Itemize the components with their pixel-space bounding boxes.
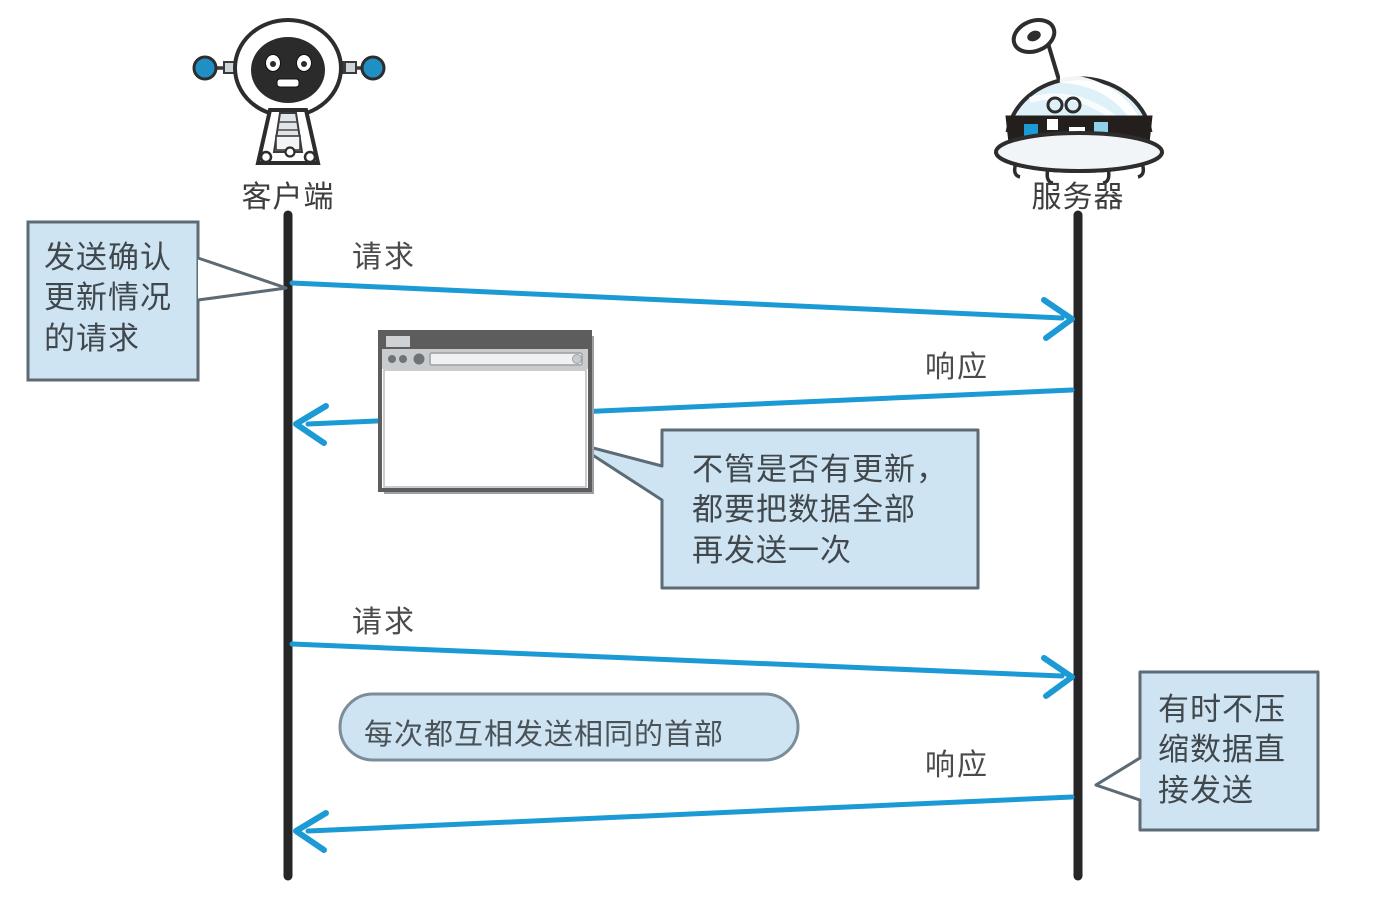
callout-text-resend-all-data: 不管是否有更新， 都要把数据全部 再发送一次 (692, 452, 948, 568)
server-ufo-icon (994, 18, 1164, 185)
arrow-request-2 (289, 641, 1075, 699)
bubble-same-headers (338, 692, 800, 762)
callout-uncompressed-data (1094, 670, 1320, 832)
robot-icon (192, 18, 386, 165)
callout-resend-all-data (572, 428, 980, 590)
message-label-request-1: 请求 (352, 241, 416, 274)
message-label-response-2: 响应 (925, 749, 989, 782)
browser-window-mock (378, 330, 594, 494)
arrow-response-2 (293, 794, 1075, 853)
bubble-text-same-headers: 每次都互相发送相同的首部 (364, 719, 725, 751)
callout-text-request-update-status: 发送确认 更新情况 的请求 (44, 240, 172, 356)
actor-label-server: 服务器 (1031, 181, 1125, 214)
actor-label-client: 客户端 (241, 181, 335, 214)
message-label-response-1: 响应 (925, 351, 989, 384)
arrow-request-1 (289, 280, 1075, 341)
message-label-request-2: 请求 (352, 606, 416, 639)
callout-request-update-status (26, 220, 288, 382)
callout-text-uncompressed-data: 有时不压 缩数据直 接发送 (1158, 692, 1286, 808)
